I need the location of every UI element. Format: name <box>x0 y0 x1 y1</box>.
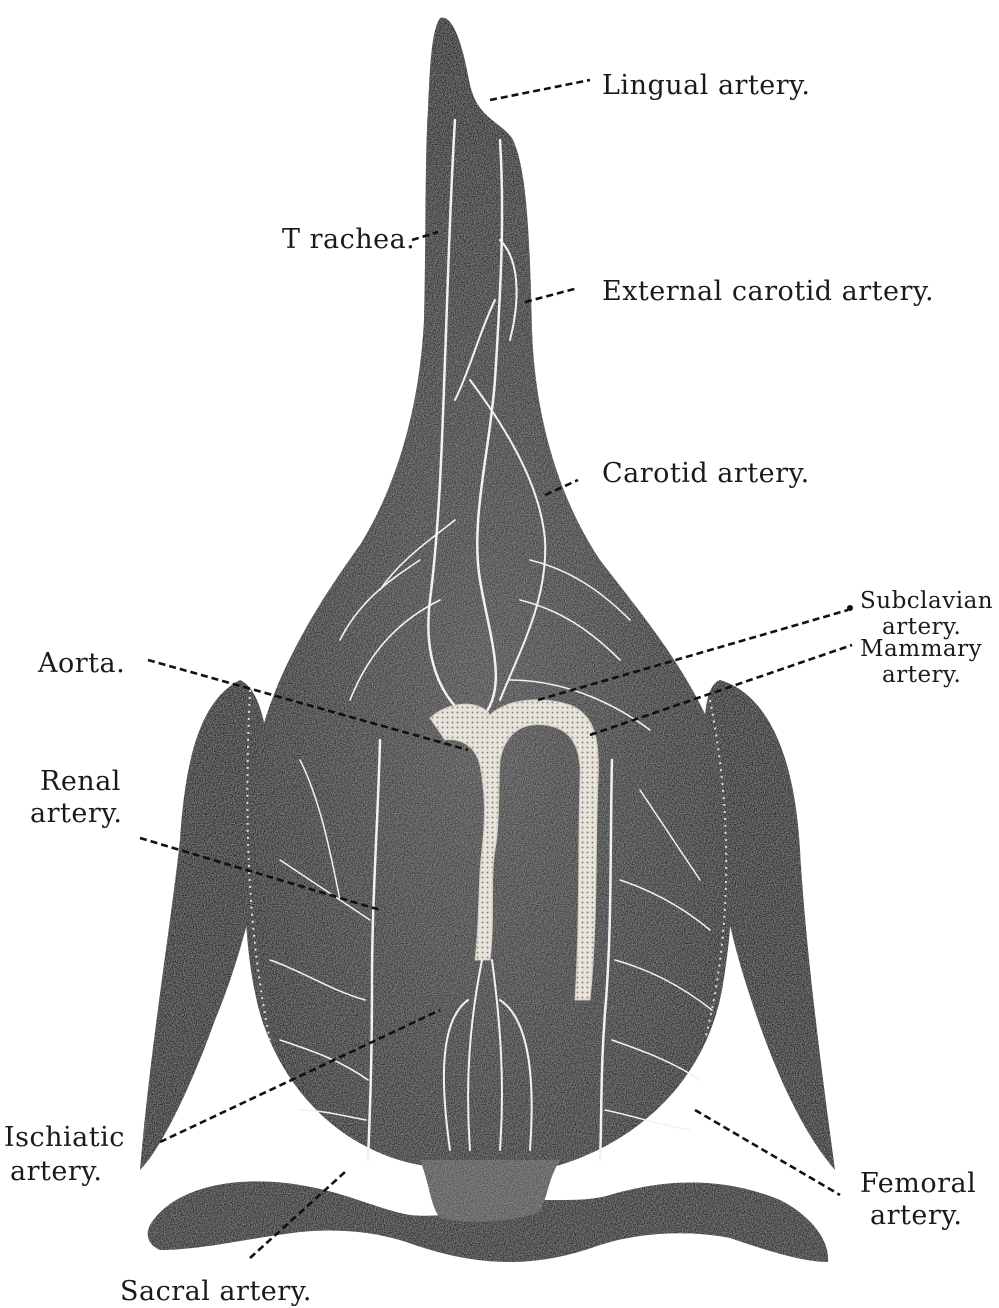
label-carotid-artery: Carotid artery. <box>602 458 810 489</box>
label-femoral-artery-line2: artery. <box>870 1200 963 1231</box>
label-ischiatic-artery-line2: artery. <box>10 1156 103 1187</box>
neck-and-body <box>245 18 733 1173</box>
label-mammary-artery-line1: Mammary <box>860 636 982 662</box>
label-lingual-artery: Lingual artery. <box>602 70 810 101</box>
label-sacral-artery: Sacral artery. <box>120 1276 312 1307</box>
leader-external-carotid <box>525 288 578 302</box>
label-femoral-artery-line1: Femoral <box>860 1168 976 1199</box>
label-external-carotid-artery: External carotid artery. <box>602 276 934 307</box>
leader-lingual <box>490 80 590 100</box>
label-renal-artery-line1: Renal <box>40 766 121 797</box>
label-subclavian-artery-line1: Subclavian <box>860 588 993 614</box>
specimen-body <box>140 18 835 1262</box>
label-renal-artery-line2: artery. <box>30 798 123 829</box>
label-ischiatic-artery-line1: Ischiatic <box>4 1122 125 1153</box>
label-aorta: Aorta. <box>37 648 125 679</box>
label-mammary-artery-line2: artery. <box>882 662 961 688</box>
label-trachea: T rachea. <box>282 224 415 255</box>
